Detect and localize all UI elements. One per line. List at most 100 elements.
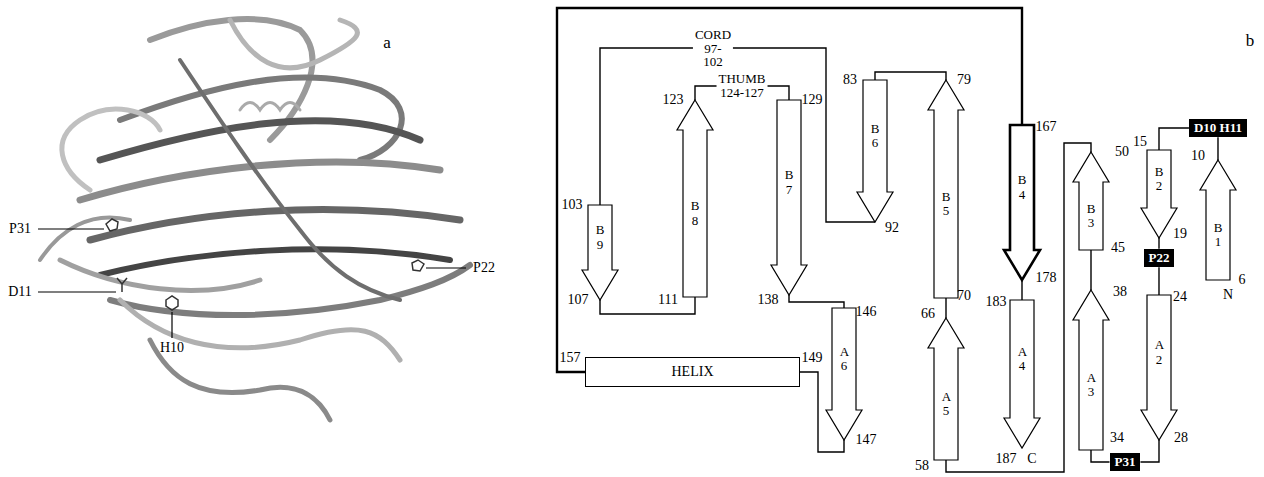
strand-outline <box>1004 125 1040 280</box>
ribbon-stroke <box>426 267 466 268</box>
loop-connector <box>1158 267 1159 295</box>
node-text: B 3 <box>1087 202 1096 230</box>
residue-box: P22 <box>1144 249 1175 267</box>
loop-connector <box>875 72 946 80</box>
strand-arrow: A 6 <box>826 308 862 440</box>
strand-label-holder: B 2 <box>1147 150 1171 208</box>
strand-shape <box>1004 300 1040 448</box>
strand-shape <box>1141 150 1177 238</box>
loop-label: THUMB 124-127 <box>717 72 768 99</box>
strand-shape <box>826 308 862 440</box>
panel-letter: b <box>1246 32 1255 49</box>
strand-label-holder: B 7 <box>777 100 801 265</box>
residue-number: 123 <box>663 93 684 107</box>
residue-number: 83 <box>843 73 857 87</box>
residue-number: 107 <box>568 293 589 307</box>
strand-arrow: B 6 <box>857 80 893 222</box>
loop-connector <box>1021 280 1022 300</box>
strand-arrow: A 4 <box>1004 300 1040 448</box>
ribbon-stroke <box>150 340 330 420</box>
residue-box: P31 <box>1110 453 1141 471</box>
ribbon-stroke <box>62 109 160 190</box>
residue-sticks <box>106 219 424 310</box>
node-text: A 4 <box>1018 345 1027 373</box>
strand-arrow: B 2 <box>1141 150 1177 238</box>
loop-connector <box>1140 440 1159 462</box>
strand-shape <box>1073 290 1109 450</box>
residue-number: 15 <box>1133 135 1147 149</box>
strand-arrow: A 3 <box>1073 290 1109 450</box>
ribbon-stroke <box>166 296 178 310</box>
node-text: B 5 <box>942 190 951 218</box>
ribbon-stroke <box>38 228 104 229</box>
residue-number: 178 <box>1036 271 1057 285</box>
node-text: B 7 <box>785 168 794 196</box>
residue-number: 129 <box>802 93 823 107</box>
residue-number: 28 <box>1174 431 1188 445</box>
strand-label-holder: A 5 <box>934 348 958 460</box>
strand-shape <box>677 100 713 297</box>
loop-connector <box>600 297 695 314</box>
residue-number: 187 <box>996 452 1017 466</box>
residue-number: N <box>1223 288 1233 302</box>
residue-label: H10 <box>160 341 184 355</box>
node-text: A 3 <box>1087 371 1096 399</box>
loop-connector <box>945 298 946 318</box>
residue-number: 45 <box>1111 241 1125 255</box>
ribbon-stroke <box>100 249 450 275</box>
strand-shape <box>771 100 807 295</box>
residue-number: 79 <box>957 73 971 87</box>
ribbon-stroke <box>60 260 260 290</box>
residue-number: 66 <box>921 307 935 321</box>
ribbon-stroke <box>412 260 424 271</box>
loop-connector <box>600 48 875 222</box>
strand-label-holder: B 5 <box>934 110 958 298</box>
loop-connector <box>557 8 1022 372</box>
panel-letter: a <box>383 34 391 51</box>
residue-number: 50 <box>1115 145 1129 159</box>
ribbon-stroke <box>180 60 400 300</box>
strand-label-holder: A 4 <box>1010 300 1034 418</box>
node-text: B 6 <box>871 122 880 150</box>
residue-number: 111 <box>658 293 678 307</box>
loop-connector <box>1090 250 1091 290</box>
ribbon-stroke <box>240 103 300 111</box>
strand-label-holder: B 9 <box>588 205 612 270</box>
strand-outline <box>1141 295 1177 440</box>
strand-arrow: B 8 <box>677 100 713 297</box>
strand-shape <box>1004 125 1040 280</box>
strand-arrow: B 4 <box>1004 125 1040 280</box>
residue-number: 24 <box>1173 290 1187 304</box>
node-text: B 8 <box>691 199 700 227</box>
residue-label: P22 <box>473 261 495 275</box>
node-text: A 2 <box>1155 338 1164 366</box>
strand-shape <box>1141 295 1177 440</box>
strand-outline <box>826 308 862 440</box>
strand-label-holder: B 4 <box>1010 125 1034 250</box>
residue-number: 157 <box>560 351 581 365</box>
ribbon-stroke <box>120 300 400 360</box>
node-text: HELIX <box>672 364 714 380</box>
ribbon-stroke <box>120 78 402 160</box>
ribbon-stroke <box>230 20 357 68</box>
strand-label-holder: B 6 <box>863 80 887 192</box>
ribbon-stroke <box>90 210 460 240</box>
residue-number: 149 <box>802 351 823 365</box>
strand-arrow: A 2 <box>1141 295 1177 440</box>
loop-connector <box>1158 238 1159 249</box>
strand-outline <box>1004 300 1040 448</box>
strand-outline <box>1141 150 1177 238</box>
node-text: P31 <box>1115 454 1136 469</box>
strand-label-holder: A 6 <box>832 308 856 410</box>
node-text: P22 <box>1149 250 1170 265</box>
strand-arrow: A 5 <box>928 318 964 460</box>
strand-shape <box>1073 152 1109 250</box>
ribbon-stroke <box>40 217 130 260</box>
strand-label-holder: A 2 <box>1147 295 1171 410</box>
strand-arrow: B 9 <box>582 205 618 300</box>
strand-outline <box>771 100 807 295</box>
ribbon-group <box>40 19 470 420</box>
residue-number: 58 <box>915 459 929 473</box>
ribbon-stroke <box>117 278 127 292</box>
